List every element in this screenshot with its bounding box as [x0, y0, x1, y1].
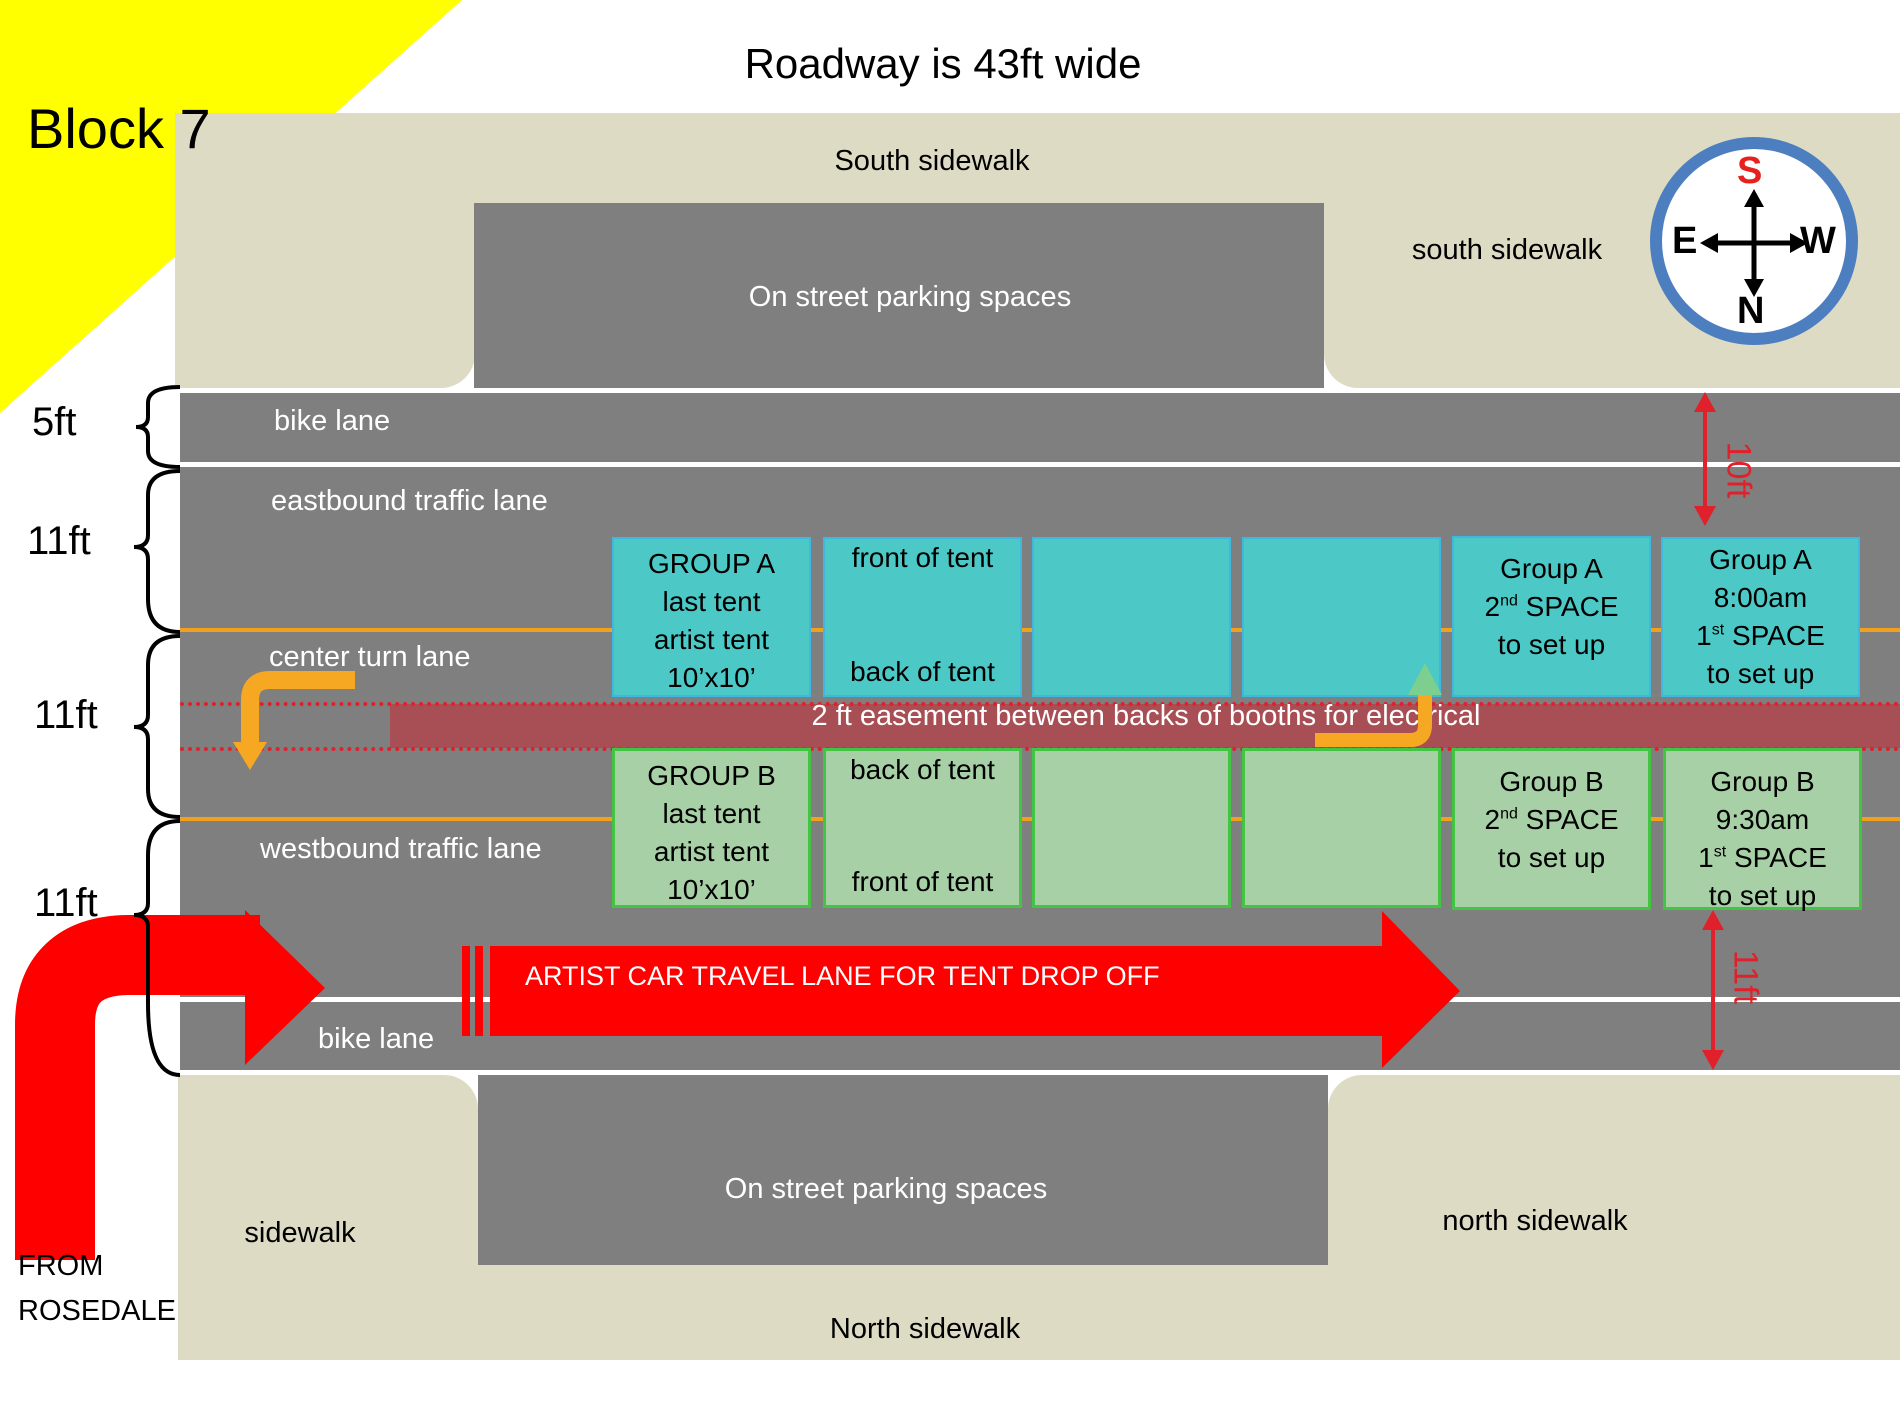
easement-label: 2 ft easement between backs of booths fo…: [811, 700, 1481, 732]
car-travel-lane-label: ARTIST CAR TRAVEL LANE FOR TENT DROP OFF: [525, 961, 1160, 991]
group-a-tent-4: [1242, 537, 1441, 697]
bike-lane-bottom-label: bike lane: [318, 1023, 435, 1055]
front-of-tent-b-label: front of tent: [851, 866, 994, 897]
westbound-width-label: 11ft: [34, 881, 98, 925]
diagram-title: Roadway is 43ft wide: [744, 40, 1142, 87]
center-lane-width-label: 11ft: [34, 693, 98, 737]
bike-lane-line-top: [180, 462, 1900, 467]
back-of-tent-b-label: back of tent: [850, 754, 995, 785]
group-b-tent-3: [1032, 748, 1231, 908]
front-of-tent-label: front of tent: [851, 542, 994, 573]
north-sidewalk-label: North sidewalk: [829, 1313, 1021, 1345]
bike-lane-top-label: bike lane: [274, 405, 391, 437]
block-label: Block 7: [27, 97, 211, 160]
left-turn-arrow-icon: [233, 671, 355, 770]
road-edge-top: [180, 388, 1900, 393]
center-turn-lane-label: center turn lane: [269, 641, 471, 673]
bottom-parking-label: On street parking spaces: [724, 1173, 1048, 1205]
group-a-tent-2: front of tent back of tent: [823, 537, 1022, 697]
eastbound-width-label: 11ft: [27, 519, 91, 563]
road-edge-bottom: [180, 1070, 1900, 1075]
northwest-sidewalk: [178, 1075, 478, 1360]
compass-w: W: [1800, 220, 1836, 262]
easement-band: [390, 704, 1900, 748]
top-parking-area: [474, 203, 1324, 390]
lane-width-braces: [133, 385, 181, 1077]
south-sidewalk: [474, 113, 1324, 203]
northeast-sidewalk: [1328, 1075, 1900, 1360]
eastbound-lane-label: eastbound traffic lane: [271, 485, 548, 517]
u-turn-arrow-icon: [1315, 663, 1442, 747]
southeast-sidewalk-label: south sidewalk: [1411, 234, 1603, 266]
dimension-arrow-top-icon: [1694, 392, 1716, 526]
dimension-arrow-bottom-icon: [1702, 910, 1724, 1070]
top-parking-label: On street parking spaces: [748, 281, 1072, 313]
northeast-sidewalk-label: north sidewalk: [1442, 1205, 1628, 1237]
westbound-lane-label: westbound traffic lane: [260, 833, 542, 865]
north-sidewalk: [478, 1265, 1328, 1360]
compass-e: E: [1672, 220, 1698, 262]
bottom-parking-area: [478, 1075, 1328, 1265]
from-rosedale-arrow-icon: [15, 910, 325, 1260]
dimension-bottom-label: 11ft: [1726, 949, 1765, 1005]
group-b-tent-4: [1242, 748, 1441, 908]
northwest-sidewalk-label: sidewalk: [244, 1217, 356, 1249]
group-b-tent-2: back of tent front of tent: [823, 748, 1022, 908]
back-of-tent-label: back of tent: [850, 656, 995, 687]
compass-n: N: [1737, 290, 1765, 332]
easement-dotted-top: [180, 702, 1900, 706]
group-a-tent-3: [1032, 537, 1231, 697]
southwest-sidewalk: [175, 113, 475, 388]
dimension-top-label: 10ft: [1719, 441, 1758, 499]
car-travel-arrow-icon: [462, 911, 1460, 1068]
compass-arrows-icon: [1700, 189, 1808, 297]
south-sidewalk-label: South sidewalk: [834, 145, 1030, 177]
compass-s: S: [1737, 150, 1763, 192]
bike-lane-width-label: 5ft: [32, 400, 77, 444]
